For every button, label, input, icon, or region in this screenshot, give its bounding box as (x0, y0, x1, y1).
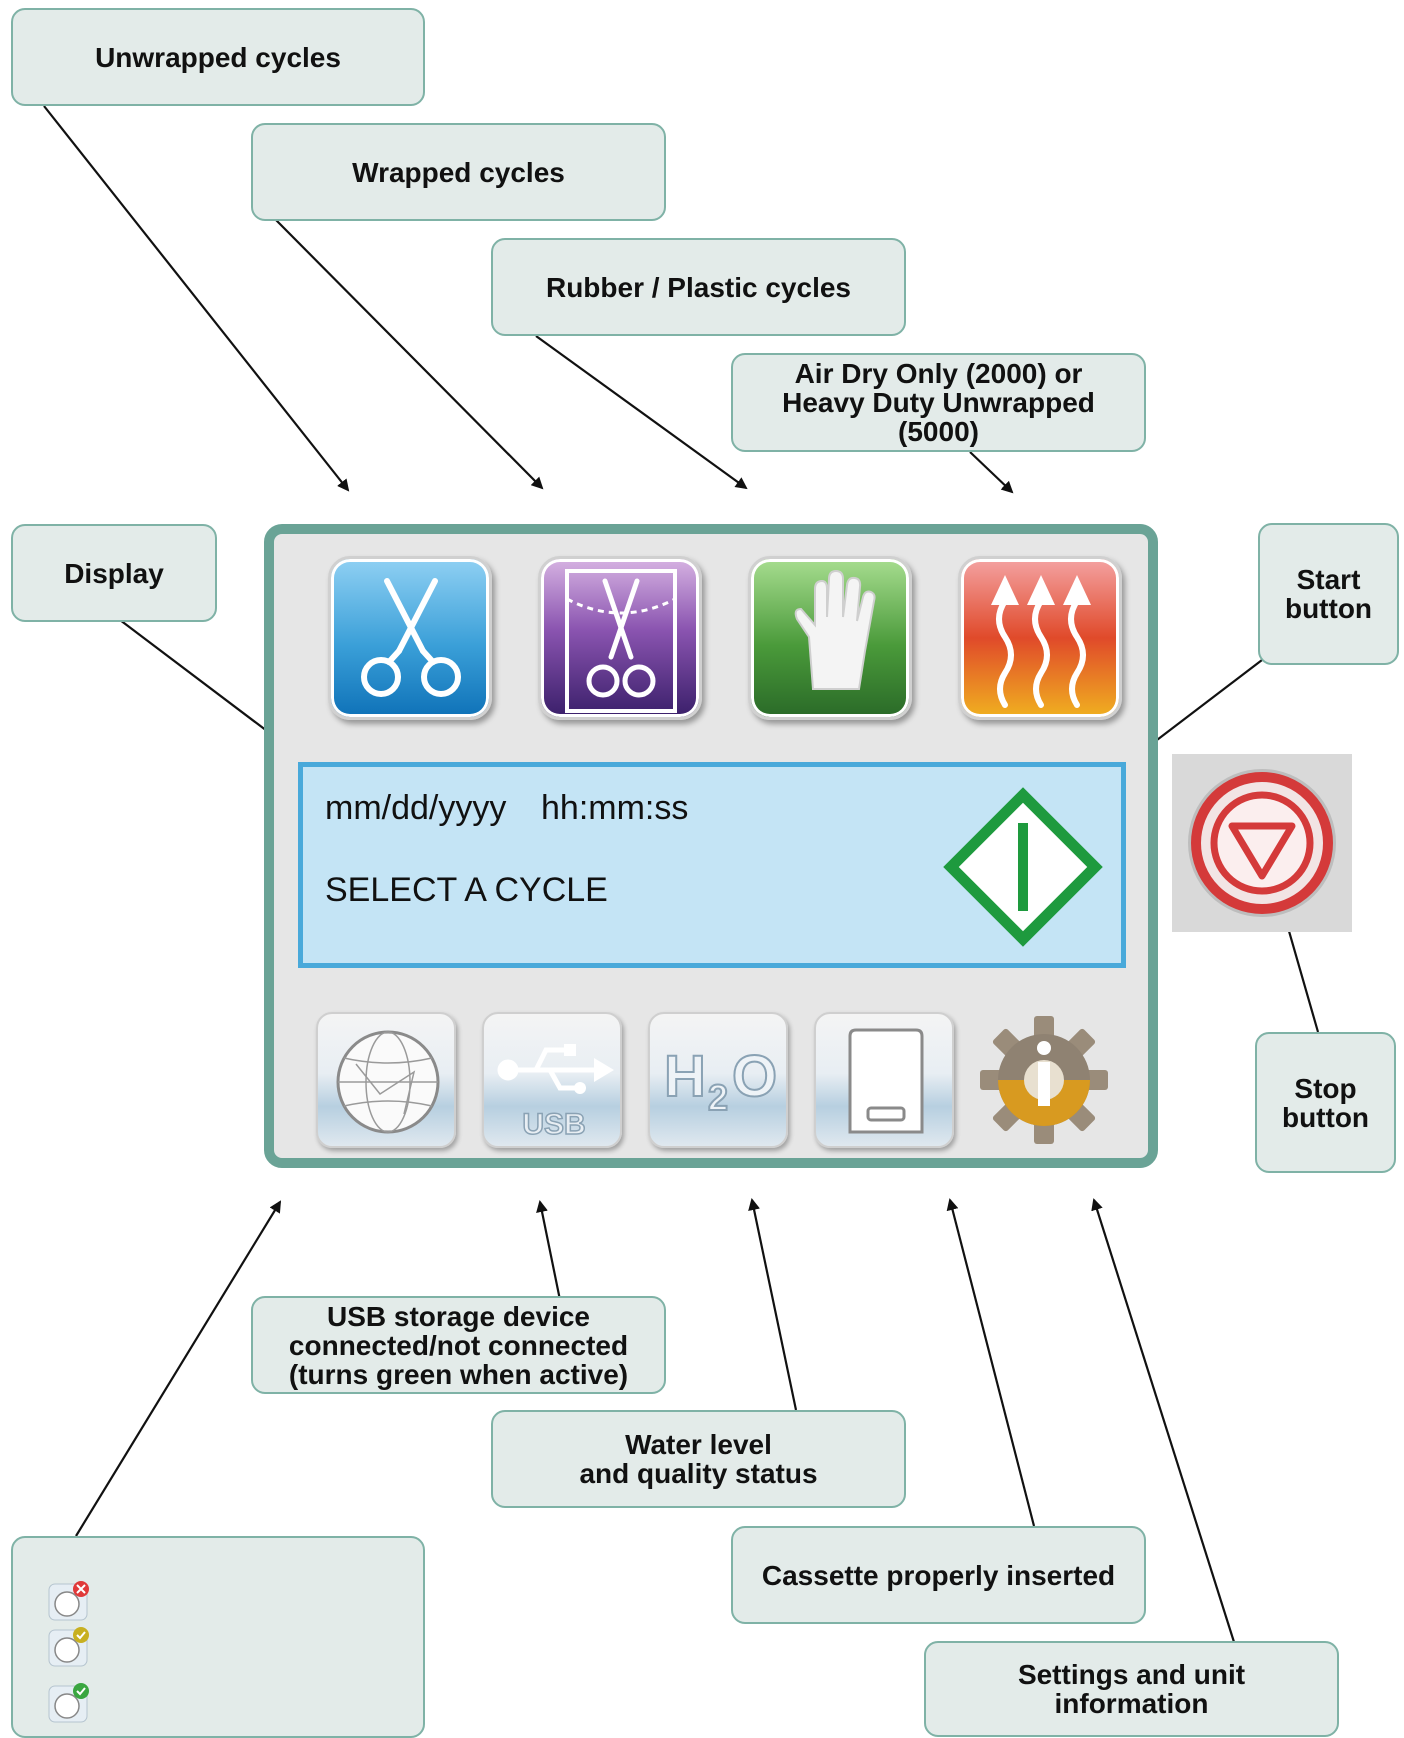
callout-wrapped-cycles: Wrapped cycles (251, 123, 666, 221)
callout-display: Display (11, 524, 217, 622)
lcd-display: mm/dd/yyyy hh:mm:ss SELECT A CYCLE (298, 762, 1126, 968)
cassette-icon (848, 1028, 924, 1134)
arrow-air-dry (969, 451, 1014, 494)
arrow-cassette (946, 1198, 1036, 1527)
arrow-network (75, 1200, 282, 1537)
stop-button[interactable] (1172, 754, 1352, 932)
network-connected-icon (48, 1683, 89, 1723)
air-dry-heavy-duty-cycle-button[interactable] (958, 556, 1122, 720)
cassette-status-button (814, 1012, 954, 1148)
svg-text:2: 2 (708, 1077, 728, 1118)
usb-status-button: USB (482, 1012, 622, 1148)
network-status-button[interactable] (316, 1012, 456, 1148)
svg-text:H: H (664, 1044, 706, 1109)
usb-label: USB (522, 1108, 585, 1141)
display-message: SELECT A CYCLE (325, 871, 608, 909)
arrow-rubber (535, 335, 748, 490)
scissors-forceps-icon (361, 578, 461, 697)
stop-button-area (1172, 754, 1352, 932)
usb-icon: USB (497, 1044, 614, 1142)
callout-stop-button: Stop button (1255, 1032, 1396, 1173)
network-error-icon (48, 1581, 89, 1621)
callout-usb-storage: USB storage device connected/not connect… (251, 1296, 666, 1394)
start-button[interactable] (943, 787, 1103, 947)
svg-text:O: O (732, 1044, 777, 1109)
water-status-button: H 2 O (648, 1012, 788, 1148)
callout-cassette-inserted: Cassette properly inserted (731, 1526, 1146, 1624)
settings-info-button[interactable] (974, 1012, 1114, 1148)
glove-icon (794, 569, 876, 690)
info-gear-icon (980, 1016, 1108, 1144)
display-date: mm/dd/yyyy (325, 789, 507, 827)
globe-network-icon (336, 1030, 440, 1134)
callout-unwrapped-cycles: Unwrapped cycles (11, 8, 425, 106)
callout-water-level: Water level and quality status (491, 1410, 906, 1508)
heat-waves-icon (991, 575, 1091, 708)
callout-start-button: Start button (1258, 523, 1399, 665)
water-h2o-icon: H 2 O (663, 1043, 778, 1119)
network-connecting-icon (48, 1627, 89, 1667)
network-state-legend (11, 1536, 425, 1738)
arrow-usb (536, 1200, 562, 1301)
wrapped-cycle-button[interactable] (538, 556, 702, 720)
callout-settings-info: Settings and unit information (924, 1641, 1339, 1737)
callout-air-dry-heavy-duty: Air Dry Only (2000) or Heavy Duty Unwrap… (731, 353, 1146, 452)
arrow-unwrapped (43, 105, 350, 492)
control-panel: mm/dd/yyyy hh:mm:ss SELECT A CYCLE (264, 524, 1158, 1168)
arrow-wrapped (275, 219, 544, 490)
callout-rubber-plastic-cycles: Rubber / Plastic cycles (491, 238, 906, 336)
wrapped-forceps-icon (565, 569, 677, 713)
unwrapped-cycle-button[interactable] (328, 556, 492, 720)
rubber-plastic-cycle-button[interactable] (748, 556, 912, 720)
arrow-settings (1091, 1198, 1236, 1643)
arrow-water (748, 1198, 798, 1411)
display-time: hh:mm:ss (541, 789, 689, 827)
